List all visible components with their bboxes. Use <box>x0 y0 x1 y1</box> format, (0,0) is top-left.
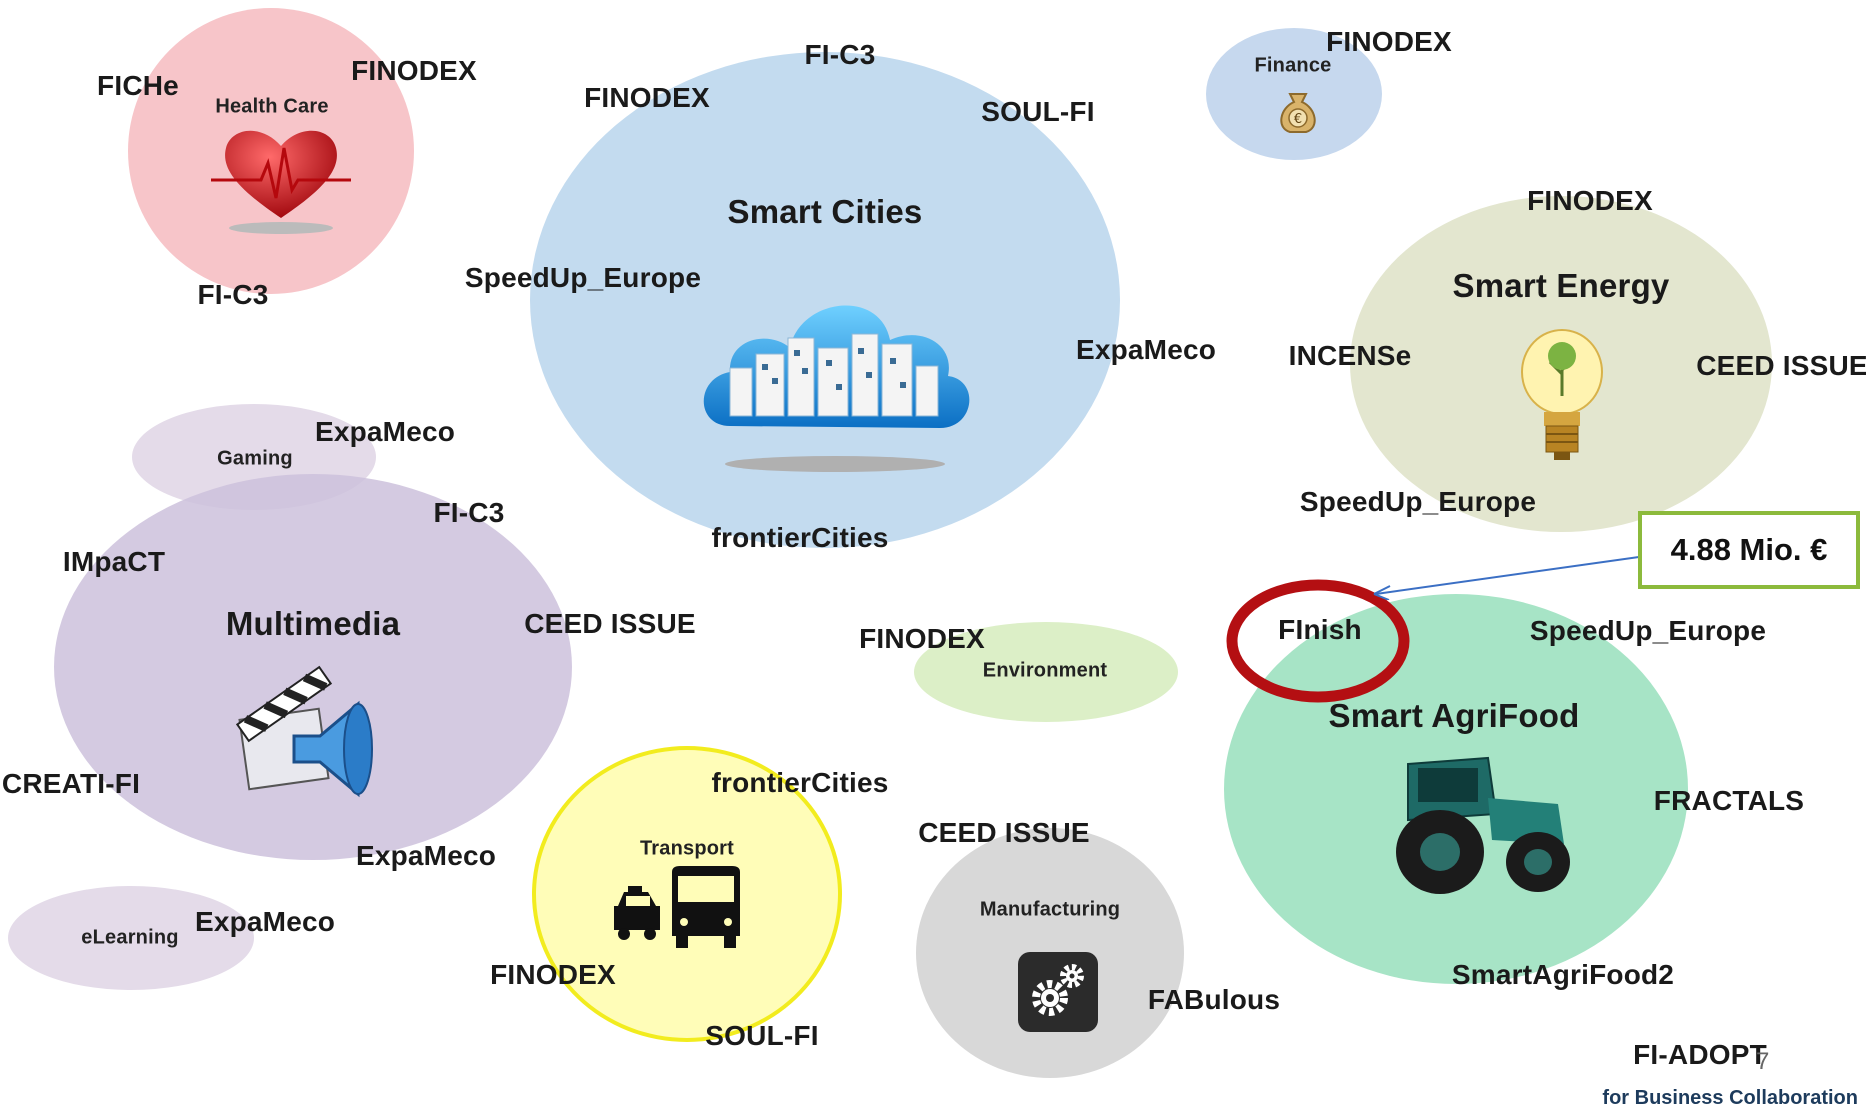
project-label: CEED ISSUE <box>918 817 1090 848</box>
multimedia-title: Multimedia <box>225 605 401 642</box>
project-label: CEED ISSUE <box>524 608 696 639</box>
project-label: SpeedUp_Europe <box>1529 615 1767 646</box>
transport-bubble <box>532 746 842 1042</box>
highlight-ring <box>1226 579 1410 703</box>
cloud-city-icon <box>703 305 970 472</box>
project-label: FRACTALS <box>1653 785 1805 816</box>
project-label: CEED ISSUE <box>1696 350 1866 381</box>
project-label: ExpaMeco <box>1075 334 1217 365</box>
manufacturing-title: Manufacturing <box>979 898 1121 921</box>
environment-bubble <box>914 622 1178 722</box>
project-label: FI-C3 <box>804 39 876 70</box>
project-label: ExpaMeco <box>194 906 336 937</box>
project-label: FINODEX <box>859 623 985 654</box>
elearning-bubble <box>8 886 254 990</box>
slide-number: 7 <box>1756 1048 1770 1075</box>
project-label: FI-C3 <box>433 497 505 528</box>
project-label: frontierCities <box>711 767 889 798</box>
gaming-title: Gaming <box>217 447 293 470</box>
project-label: IMpaCT <box>62 546 166 577</box>
project-label: FINODEX <box>1527 185 1653 216</box>
smart-cities-title: Smart Cities <box>727 193 923 230</box>
elearning-title: eLearning <box>81 926 179 949</box>
project-label: FINODEX <box>584 82 710 113</box>
project-label: FINODEX <box>1326 26 1452 57</box>
project-label: CREATI-FI <box>1 768 141 799</box>
project-label: ExpaMeco <box>355 840 497 871</box>
project-label: FI-C3 <box>197 279 269 310</box>
taxi-bus-icon <box>614 866 740 948</box>
svg-text:€: € <box>1294 112 1302 127</box>
project-label: FInish <box>1278 614 1362 645</box>
gears-icon <box>1018 952 1098 1032</box>
project-label: INCENSe <box>1288 340 1412 371</box>
money-bag-icon: € <box>1280 93 1316 133</box>
project-label: SpeedUp_Europe <box>1299 486 1537 517</box>
project-label: FABulous <box>1147 984 1281 1015</box>
finance-title: Finance <box>1254 54 1332 77</box>
funding-callout: 4.88 Mio. € <box>1638 511 1860 589</box>
project-label-fi-adopt: FI-ADOPT <box>1633 1039 1767 1070</box>
smart-agrifood-title: Smart AgriFood <box>1328 697 1580 734</box>
environment-title: Environment <box>982 659 1108 682</box>
project-label: SmartAgriFood2 <box>1451 959 1675 990</box>
funding-callout-text: 4.88 Mio. € <box>1670 532 1828 567</box>
project-label: SOUL-FI <box>705 1020 819 1051</box>
project-label: FICHe <box>97 70 179 101</box>
callout-arrow <box>1373 555 1647 600</box>
multimedia-bubble <box>54 474 572 860</box>
heart-icon <box>211 130 351 234</box>
transport-title: Transport <box>639 837 735 860</box>
tractor-icon <box>1396 756 1570 894</box>
light-bulb-icon <box>1521 329 1603 460</box>
project-label: SpeedUp_Europe <box>464 262 702 293</box>
project-label: frontierCities <box>711 522 889 553</box>
project-label: FINODEX <box>351 55 477 86</box>
footer-text: for Business Collaboration <box>1602 1087 1858 1104</box>
health-care-title: Health Care <box>215 95 329 118</box>
project-label: SOUL-FI <box>981 96 1095 127</box>
project-label: ExpaMeco <box>314 416 456 447</box>
smart-energy-title: Smart Energy <box>1452 267 1670 304</box>
project-label: FINODEX <box>490 959 616 990</box>
film-speaker-icon <box>235 665 373 798</box>
